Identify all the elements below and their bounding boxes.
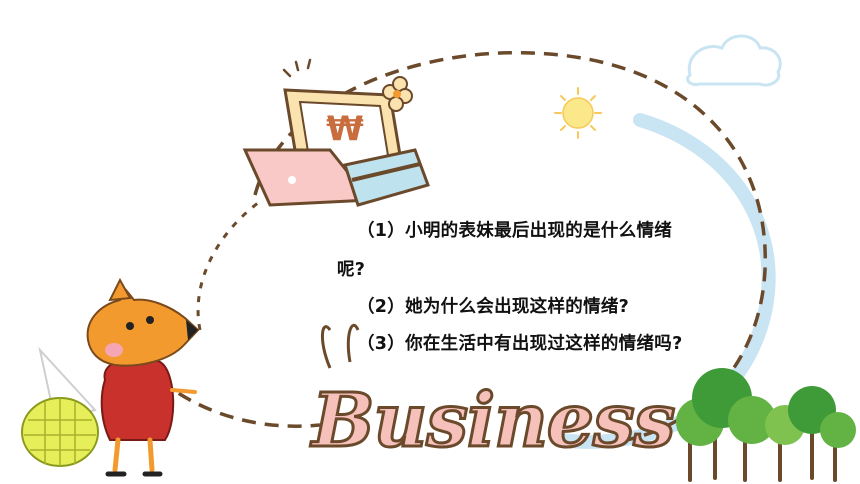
cloud-icon <box>686 34 782 87</box>
question-2: （2）她为什么会出现这样的情绪? <box>357 297 630 317</box>
trees-illustration <box>676 368 856 482</box>
svg-text:₩: ₩ <box>326 109 364 149</box>
question-3: （3）你在生活中有出现过这样的情绪吗? <box>357 334 683 354</box>
fox-character <box>21 277 200 477</box>
laptop-card-icon: ₩ <box>242 58 430 207</box>
dashed-circle-frame <box>158 50 776 449</box>
business-wordart: Business <box>309 323 677 466</box>
svg-text:Business: Business <box>310 378 675 464</box>
flower-icon <box>382 76 413 112</box>
question-1-line-2: 呢? <box>337 260 366 280</box>
sun-icon <box>554 87 602 139</box>
question-1-line-1: （1）小明的表妹最后出现的是什么情绪 <box>357 221 673 241</box>
